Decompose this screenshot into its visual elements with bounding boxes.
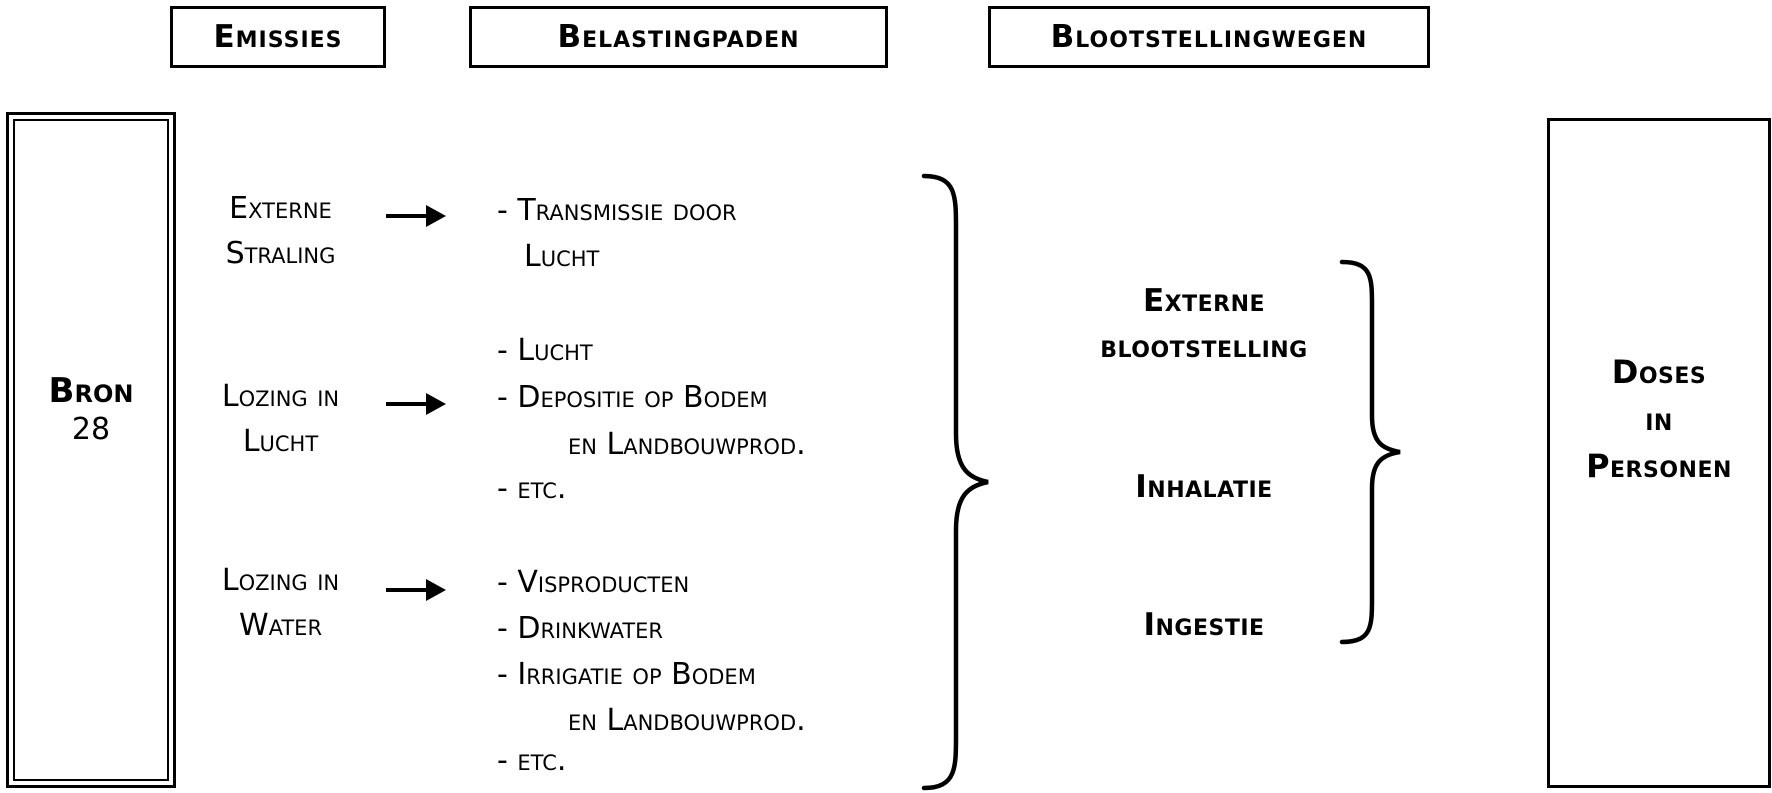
source-text-group: Bron 28 [9, 370, 173, 448]
exposure-inhalation-label: Inhalatie [1135, 469, 1273, 505]
pathway-item: - Visproducten [497, 565, 690, 600]
pathway-item-continuation: en Landbouwprod. [568, 703, 806, 738]
exposure-external-label: Externe blootstelling [1054, 278, 1354, 370]
emission-label-externe-straling: Externe Straling [168, 186, 393, 276]
curly-brace-icon [1336, 258, 1406, 646]
doses-line-3: Personen [1586, 447, 1732, 485]
source-label: Bron [48, 371, 134, 411]
arrow-right-icon [386, 393, 446, 415]
pathway-item: - Depositie op Bodem [497, 380, 768, 415]
arrow-right-icon [386, 579, 446, 601]
doses-line-1: Doses [1611, 353, 1707, 391]
arrow-right-icon [386, 205, 446, 227]
emission-line-2: Straling [225, 236, 336, 271]
doses-line-2: in [1645, 400, 1673, 438]
pathway-item: - Drinkwater [497, 611, 664, 646]
header-box-emissies: Emissies [170, 6, 386, 68]
pathway-item: - Irrigatie op Bodem [497, 657, 756, 692]
header-box-blootstellingwegen: Blootstellingwegen [988, 6, 1430, 68]
emission-line-1: Lozing in [221, 563, 340, 598]
header-emissies-label: Emissies [213, 19, 343, 55]
source-number: 28 [71, 412, 111, 447]
pathway-item: - etc. [497, 743, 567, 778]
doses-text-group: Doses in Personen [1550, 349, 1768, 490]
emission-line-2: Water [238, 608, 323, 643]
pathway-item-continuation: Lucht [524, 239, 600, 274]
curly-brace-icon [918, 172, 994, 792]
source-box: Bron 28 [6, 112, 176, 788]
emission-line-1: Lozing in [221, 379, 340, 414]
emission-line-1: Externe [229, 191, 332, 226]
emission-label-lozing-in-water: Lozing in Water [168, 558, 393, 648]
pathway-item: - Transmissie door [497, 193, 737, 228]
doses-box: Doses in Personen [1547, 118, 1771, 788]
pathway-item-continuation: en Landbouwprod. [568, 427, 806, 462]
header-blootstellingwegen-label: Blootstellingwegen [1050, 19, 1368, 55]
emission-label-lozing-in-lucht: Lozing in Lucht [168, 374, 393, 464]
pathway-item: - Lucht [497, 333, 593, 368]
exposure-external-line-2: blootstelling [1100, 329, 1308, 365]
header-belastingpaden-label: Belastingpaden [557, 19, 800, 55]
exposure-ingestion-label: Ingestie [1143, 607, 1265, 643]
exposure-external-line-1: Externe [1142, 283, 1266, 319]
emission-line-2: Lucht [242, 424, 319, 459]
pathway-item: - etc. [497, 471, 567, 506]
header-box-belastingpaden: Belastingpaden [469, 6, 888, 68]
